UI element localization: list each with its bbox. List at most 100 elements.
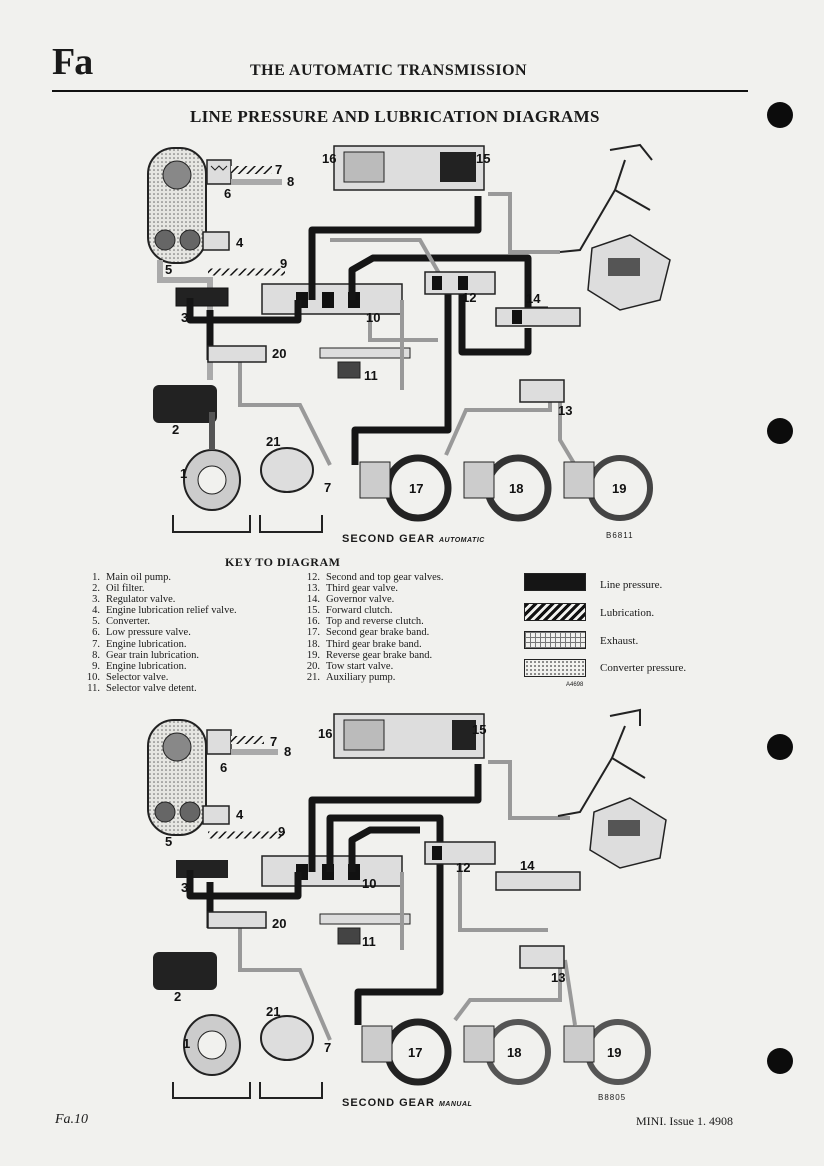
key-item-text: Top and reverse clutch. <box>326 616 424 628</box>
legend-swatch-converter-pressure <box>524 659 586 677</box>
key-item: 12.Second and top gear valves. <box>300 572 444 583</box>
key-item-text: Regulator valve. <box>106 594 176 606</box>
page-number: Fa.10 <box>55 1112 89 1127</box>
auxiliary-pump <box>260 1015 314 1061</box>
key-item-text: Reverse gear brake band. <box>326 649 433 661</box>
key-list-left: 1.Main oil pump. 2. Oil filter. 3. Regulat… <box>80 572 237 694</box>
exhaust-circuit <box>238 192 577 467</box>
key-item-number: 8. <box>92 649 100 661</box>
legend-label: Converter pressure. <box>600 662 687 674</box>
key-item-text: Engine lubrication. <box>106 660 187 672</box>
key-item: 14. Governor valve. <box>300 594 444 605</box>
callout-8: 8 <box>287 174 294 189</box>
key-item: 21. Auxiliary pump. <box>300 672 444 683</box>
key-item-number: 5. <box>92 616 100 628</box>
exhaust-circuit <box>238 760 577 1041</box>
key-title: KEY TO DIAGRAM <box>225 555 341 569</box>
figure-caption-main: SECOND GEAR <box>342 533 435 545</box>
low-pressure-valve <box>206 729 232 755</box>
governor-body <box>587 234 671 311</box>
key-item: 9. Engine lubrication. <box>80 661 237 672</box>
callout-13: 13 <box>558 403 572 418</box>
callout-6: 6 <box>220 760 227 775</box>
key-item-text: Converter. <box>106 616 151 628</box>
key-item: 13.Third gear valve. <box>300 583 444 594</box>
line-pressure-circuit <box>186 764 482 1025</box>
third-gear-valve <box>519 379 565 403</box>
callout-14: 14 <box>526 291 541 306</box>
figure-caption-sub: MANUAL <box>438 1101 473 1108</box>
sump-trays <box>172 515 323 533</box>
key-item-text: Low pressure valve. <box>106 627 191 639</box>
key-item-number: 14. <box>306 594 320 606</box>
selector-valve-detent <box>319 913 411 945</box>
key-item-number: 3. <box>92 594 100 606</box>
callout-9: 9 <box>278 824 285 839</box>
selector-valve <box>261 283 403 315</box>
callout-6: 6 <box>224 186 231 201</box>
key-item-number: 9. <box>92 660 100 672</box>
callout-15: 15 <box>476 151 490 166</box>
key-item-number: 21. <box>306 671 320 683</box>
key-list-right: 12.Second and top gear valves. 13.Third … <box>300 572 444 683</box>
key-item-text: Governor valve. <box>326 594 395 606</box>
callout-18: 18 <box>509 481 523 496</box>
key-item-text: Second and top gear valves. <box>326 572 444 583</box>
key-item-text: Gear train lubrication. <box>106 649 200 661</box>
tow-start-valve <box>207 911 267 929</box>
figure-caption-automatic: SECOND GEAR AUTOMATIC <box>342 533 485 545</box>
binder-hole <box>767 418 793 444</box>
running-head: THE AUTOMATIC TRANSMISSION <box>250 62 528 79</box>
selector-linkage <box>557 708 646 817</box>
key-item: 4. Engine lubrication relief valve. <box>80 605 237 616</box>
legend-label: Lubrication. <box>600 607 655 619</box>
key-item-number: 4. <box>92 605 100 617</box>
clutch-assembly <box>333 713 485 759</box>
callout-3: 3 <box>181 880 188 895</box>
hydraulic-diagram-automatic: 1 2 3 4 5 6 7 8 9 10 11 12 13 14 15 16 1… <box>147 143 671 533</box>
key-item: 17.Second gear brake band. <box>300 627 444 638</box>
key-item-text: Auxiliary pump. <box>326 671 396 683</box>
header-rule <box>52 90 748 92</box>
relief-valve <box>202 805 230 825</box>
callout-19: 19 <box>612 481 626 496</box>
callout-3: 3 <box>181 310 188 325</box>
main-oil-pump <box>183 1014 241 1076</box>
key-item: 2. Oil filter. <box>80 583 237 594</box>
oil-filter <box>153 952 217 990</box>
key-item-text: Engine lubrication relief valve. <box>106 605 237 617</box>
key-item-number: 20. <box>306 660 320 672</box>
legend-swatch-lubrication <box>524 603 586 621</box>
key-item: 16. Top and reverse clutch. <box>300 616 444 627</box>
governor-body <box>589 797 667 869</box>
callout-16: 16 <box>322 151 336 166</box>
key-item-text: Selector valve detent. <box>106 682 197 694</box>
key-item-number: 16. <box>306 616 320 628</box>
key-item-number: 2. <box>92 583 100 595</box>
callout-11: 11 <box>362 934 376 949</box>
regulator-valve <box>176 860 228 878</box>
selector-linkage <box>559 143 653 253</box>
callout-7: 7 <box>275 162 282 177</box>
key-item-number: 11. <box>87 682 100 694</box>
callout-16: 16 <box>318 726 332 741</box>
callout-5: 5 <box>165 262 172 277</box>
figure-caption-sub: AUTOMATIC <box>438 537 485 544</box>
binder-hole <box>767 102 793 128</box>
callout-17: 17 <box>408 1045 422 1060</box>
second-top-gear-valves <box>424 841 496 865</box>
callout-20: 20 <box>272 346 286 361</box>
key-item-number: 17. <box>306 627 320 639</box>
figure-caption-manual: SECOND GEAR MANUAL <box>342 1097 472 1109</box>
hydraulic-diagram-manual: 1 2 3 4 5 6 7 8 9 10 11 12 13 14 15 16 1… <box>147 708 667 1099</box>
selector-valve-detent <box>319 347 411 379</box>
key-item: 1.Main oil pump. <box>80 572 237 583</box>
third-gear-valve <box>519 945 565 969</box>
relief-valve <box>202 231 230 251</box>
legend-label: Line pressure. <box>600 579 663 591</box>
sump-trays <box>172 1082 323 1099</box>
key-item: 6.Low pressure valve. <box>80 627 237 638</box>
key-item-text: Third gear brake band. <box>326 638 422 650</box>
callout-14: 14 <box>520 858 535 873</box>
key-item-text: Oil filter. <box>106 583 145 595</box>
